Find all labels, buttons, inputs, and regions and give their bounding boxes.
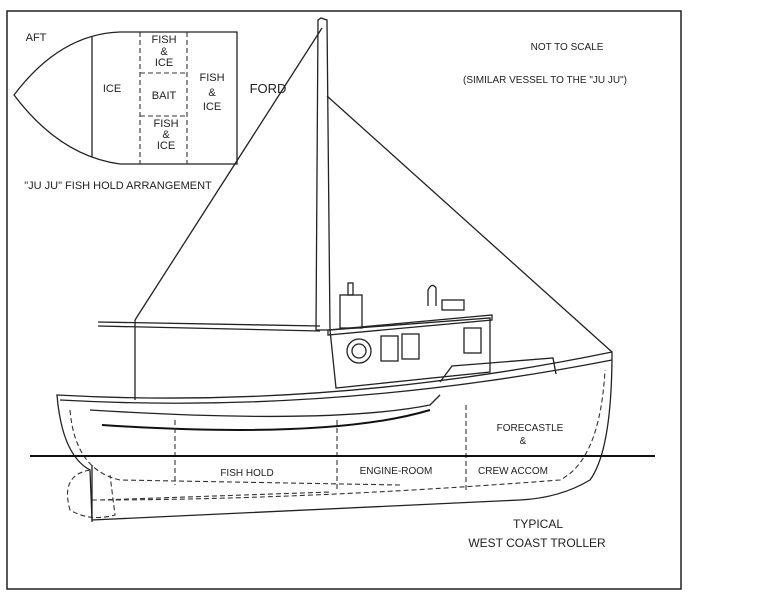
forward-trunk xyxy=(439,357,557,383)
window xyxy=(401,333,420,360)
fish-ice-label: ICE xyxy=(157,140,175,152)
rub-rail xyxy=(89,394,441,418)
propeller-shaft xyxy=(99,491,331,501)
aft-stay xyxy=(134,27,323,321)
fish-hold-label: FISH HOLD xyxy=(220,468,273,479)
forecastle-label: FORECASTLE xyxy=(497,423,564,434)
ford-label: FORD xyxy=(250,81,287,96)
similar-vessel-note: (SIMILAR VESSEL TO THE "JU JU") xyxy=(463,75,627,86)
boom xyxy=(97,321,321,332)
fish-hold-plan: AFT ICE FISH & ICE BAIT FISH & ICE FISH … xyxy=(13,31,287,192)
cabin xyxy=(329,317,491,389)
rigging xyxy=(97,17,613,400)
sheer-line xyxy=(59,359,613,404)
life-ring-inner xyxy=(351,343,367,359)
forecastle-amp: & xyxy=(520,436,527,447)
fish-ice-label: ICE xyxy=(155,57,173,69)
bait-label: BAIT xyxy=(152,90,177,102)
searchlight xyxy=(441,299,465,311)
mast xyxy=(315,17,331,331)
guard-rail xyxy=(101,409,431,431)
fish-ice-label: FISH xyxy=(151,34,176,46)
fish-ice-label: FISH xyxy=(199,72,224,84)
stack-cap xyxy=(347,282,354,296)
exhaust-stack xyxy=(339,294,363,329)
rudder xyxy=(66,469,116,519)
fish-ice-label: & xyxy=(162,129,170,141)
title-line-1: TYPICAL xyxy=(513,517,563,531)
fore-stay xyxy=(326,95,613,353)
window xyxy=(463,327,482,354)
fish-ice-label: & xyxy=(160,46,168,58)
cabin-roof xyxy=(327,314,493,336)
fish-ice-label: & xyxy=(208,87,216,99)
hold-outline xyxy=(120,31,238,165)
hold-caption: "JU JU" FISH HOLD ARRANGEMENT xyxy=(24,180,212,192)
life-ring-icon xyxy=(346,338,372,364)
deckhouse xyxy=(327,282,557,389)
inner-hull xyxy=(69,369,606,501)
aft-label: AFT xyxy=(26,32,47,44)
window xyxy=(380,335,399,362)
title-line-2: WEST COAST TROLLER xyxy=(468,536,606,550)
engine-room-label: ENGINE-ROOM xyxy=(360,466,433,477)
not-to-scale-note: NOT TO SCALE xyxy=(531,42,604,53)
vent xyxy=(427,284,437,306)
diagram-frame xyxy=(6,10,682,590)
stern-outline xyxy=(13,31,121,165)
fish-ice-label: ICE xyxy=(203,101,221,113)
ice-label: ICE xyxy=(103,83,121,95)
hull-outline xyxy=(56,351,613,521)
fish-ice-label: FISH xyxy=(153,118,178,130)
crew-accom-label: CREW ACCOM xyxy=(478,466,548,477)
